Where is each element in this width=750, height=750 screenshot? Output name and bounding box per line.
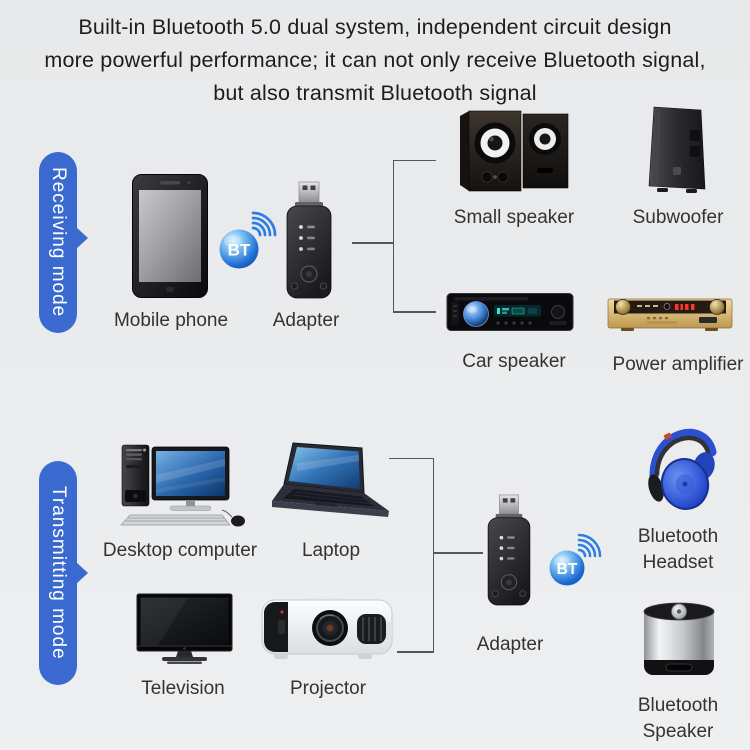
receiving-mode-pointer-icon bbox=[76, 227, 88, 249]
receiving-branch-top bbox=[392, 159, 436, 161]
transmitting-adapter-label: Adapter bbox=[476, 634, 544, 655]
receiving-connector-trunk bbox=[392, 159, 394, 313]
transmitting-connector-trunk bbox=[432, 457, 434, 653]
usb-adapter-icon bbox=[286, 181, 332, 299]
transmitting-branch-top bbox=[389, 457, 434, 459]
projector-label: Projector bbox=[289, 678, 367, 699]
bluetooth-speaker-label: Bluetooth Speaker bbox=[637, 695, 719, 742]
receiving-branch-bottom bbox=[392, 311, 436, 313]
usb-adapter-icon bbox=[487, 494, 531, 606]
headline: Built-in Bluetooth 5.0 dual system, inde… bbox=[0, 11, 750, 110]
headline-line-1: Built-in Bluetooth 5.0 dual system, inde… bbox=[78, 15, 672, 39]
desktop-computer-icon bbox=[120, 444, 245, 527]
transmitting-mode-label: Transmitting mode bbox=[48, 486, 69, 660]
power-amplifier-label: Power amplifier bbox=[612, 354, 744, 375]
power-amplifier-icon bbox=[607, 298, 733, 331]
television-label: Television bbox=[141, 678, 225, 699]
receiving-mode-tag: Receiving mode bbox=[39, 152, 88, 333]
laptop-icon bbox=[272, 442, 389, 517]
bt-circle-icon bbox=[549, 550, 585, 586]
transmitting-branch-bottom bbox=[397, 651, 434, 653]
laptop-label: Laptop bbox=[301, 540, 361, 561]
small-speaker-label: Small speaker bbox=[453, 207, 575, 228]
mobile-phone-label: Mobile phone bbox=[113, 310, 229, 331]
signal-waves-icon bbox=[577, 533, 602, 558]
car-speaker-label: Car speaker bbox=[462, 351, 566, 372]
television-icon bbox=[136, 593, 233, 664]
subwoofer-icon bbox=[648, 106, 706, 193]
receiving-adapter-label: Adapter bbox=[272, 310, 340, 331]
bluetooth-headset-label: Bluetooth Headset bbox=[637, 526, 719, 573]
headline-line-2: more powerful performance; it can not on… bbox=[44, 48, 706, 72]
receiving-mode-label: Receiving mode bbox=[48, 167, 69, 318]
car-stereo-icon bbox=[446, 293, 574, 331]
receiving-connector-stem bbox=[352, 242, 393, 244]
transmitting-mode-pointer-icon bbox=[76, 562, 88, 584]
bt-circle-icon bbox=[219, 229, 259, 269]
desktop-computer-label: Desktop computer bbox=[102, 540, 258, 561]
bt-signal-badge: BT bbox=[219, 211, 277, 269]
bt-signal-badge: BT bbox=[549, 533, 602, 586]
subwoofer-label: Subwoofer bbox=[632, 207, 724, 228]
projector-icon bbox=[261, 597, 393, 659]
bookshelf-speakers-icon bbox=[460, 110, 569, 192]
bluetooth-headset-icon bbox=[648, 428, 717, 510]
bt-badge-text: BT bbox=[228, 241, 251, 260]
signal-waves-icon bbox=[251, 211, 277, 237]
headline-line-3: but also transmit Bluetooth signal bbox=[213, 81, 537, 105]
transmitting-mode-tag: Transmitting mode bbox=[39, 461, 88, 685]
mobile-phone-icon bbox=[132, 174, 208, 298]
bt-badge-text: BT bbox=[557, 561, 578, 578]
bluetooth-speaker-icon bbox=[643, 602, 715, 675]
transmitting-connector-stem bbox=[432, 552, 483, 554]
